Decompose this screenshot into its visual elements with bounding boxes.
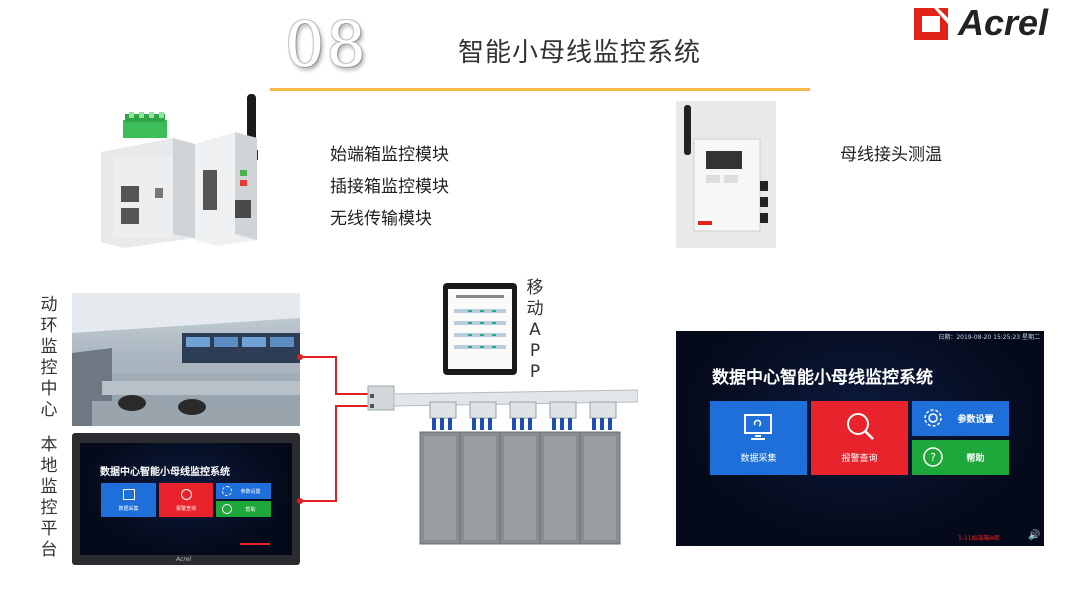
local-tile-alarm-label: 报警查询 [175, 506, 196, 512]
help-icon: ? [923, 447, 943, 467]
mobile-tablet [443, 283, 517, 375]
acrel-logo-icon [914, 8, 948, 40]
tile-help-label: 帮助 [966, 454, 985, 464]
label-char: 动 [526, 299, 544, 319]
search-icon [847, 413, 874, 440]
label-char: 动 [40, 295, 58, 315]
wire-local-v [335, 405, 337, 502]
label-char: 环 [40, 316, 58, 336]
label-char: 控 [40, 498, 58, 518]
busbar-temperature-label: 母线接头测温 [840, 145, 942, 165]
control-room-photo [72, 293, 300, 426]
label-local-platform: 本 地 监 控 平 台 [38, 435, 60, 561]
label-char: A [529, 320, 541, 340]
label-char: 控 [40, 358, 58, 378]
label-char: 移 [526, 278, 544, 298]
local-tile-help-label: 帮助 [245, 507, 256, 513]
module-label-wireless: 无线传输模块 [330, 209, 432, 229]
label-control-center: 动 环 监 控 中 心 [38, 295, 60, 421]
help-icon [222, 504, 232, 514]
label-char: 监 [40, 477, 58, 497]
tile-alarm-query-label: 报警查询 [841, 454, 878, 464]
local-tile-help[interactable]: 帮助 [216, 501, 271, 517]
wire-local-h1 [300, 500, 336, 502]
local-screen-alert-strip [240, 543, 270, 545]
tile-data-collection[interactable]: 数据采集 [710, 401, 807, 475]
wire-center-h1 [300, 356, 336, 358]
screen-title: 数据中心智能小母线监控系统 [712, 368, 933, 388]
local-tile-data[interactable]: 数据采集 [101, 483, 156, 517]
local-tile-alarm[interactable]: 报警查询 [159, 483, 213, 517]
label-char: 平 [40, 519, 58, 539]
acrel-logo: Acrel [912, 2, 1080, 44]
busbar-temperature-device-image [676, 101, 776, 248]
wire-local-h2 [335, 405, 370, 407]
label-char: 心 [40, 400, 58, 420]
page-title: 智能小母线监控系统 [458, 38, 702, 68]
screen-footer-note: 1-11始端箱A柜 [958, 535, 1000, 542]
label-char: P [529, 362, 541, 382]
label-char: 地 [40, 456, 58, 476]
wire-dot-1 [297, 354, 303, 360]
wire-center-v [335, 356, 337, 394]
wire-center-h2 [335, 393, 370, 395]
tile-parameter-settings[interactable]: 参数设置 [912, 401, 1009, 436]
local-monitor-panel: 数据中心智能小母线监控系统 数据采集 报警查询 参数设置 帮助 Acrel [72, 433, 300, 565]
label-mobile-app: 移 动 A P P [524, 278, 546, 383]
search-icon [181, 489, 192, 500]
label-char: 中 [40, 379, 58, 399]
screen-status-bar: 日期：2019-08-20 15:25:23 星期二 [938, 334, 1040, 341]
label-char: P [529, 341, 541, 361]
local-monitor-screen: 数据中心智能小母线监控系统 数据采集 报警查询 参数设置 帮助 [80, 443, 292, 555]
busway-cabinets-illustration [366, 380, 639, 546]
speaker-icon[interactable]: 🔊 [1028, 530, 1041, 541]
title-underline [270, 88, 810, 91]
local-tile-data-label: 数据采集 [118, 506, 139, 512]
monitoring-modules-image [95, 92, 275, 250]
tile-data-collection-label: 数据采集 [740, 454, 777, 464]
monitor-icon [744, 414, 772, 440]
slide-number: 08 [285, 8, 368, 81]
local-tile-settings[interactable]: 参数设置 [216, 483, 271, 499]
tile-alarm-query[interactable]: 报警查询 [811, 401, 908, 475]
local-screen-title: 数据中心智能小母线监控系统 [100, 467, 230, 478]
local-tile-settings-label: 参数设置 [240, 489, 261, 495]
gear-icon [924, 409, 942, 427]
module-label-head-box: 始端箱监控模块 [330, 145, 449, 165]
label-char: 监 [40, 337, 58, 357]
label-char: 台 [40, 540, 58, 560]
logo-text: Acrel [958, 2, 1049, 43]
wire-dot-2 [297, 498, 303, 504]
tile-help[interactable]: ? 帮助 [912, 440, 1009, 475]
monitor-icon [123, 489, 135, 500]
tile-parameter-settings-label: 参数设置 [957, 415, 994, 425]
label-char: 本 [40, 435, 58, 455]
svg-text:?: ? [930, 451, 936, 464]
tablet-screen [448, 289, 512, 369]
module-label-plug-box: 插接箱监控模块 [330, 177, 449, 197]
local-monitor-brand: Acrel [176, 556, 192, 563]
main-monitoring-screen: 日期：2019-08-20 15:25:23 星期二 数据中心智能小母线监控系统… [676, 331, 1044, 546]
gear-icon [222, 486, 232, 496]
